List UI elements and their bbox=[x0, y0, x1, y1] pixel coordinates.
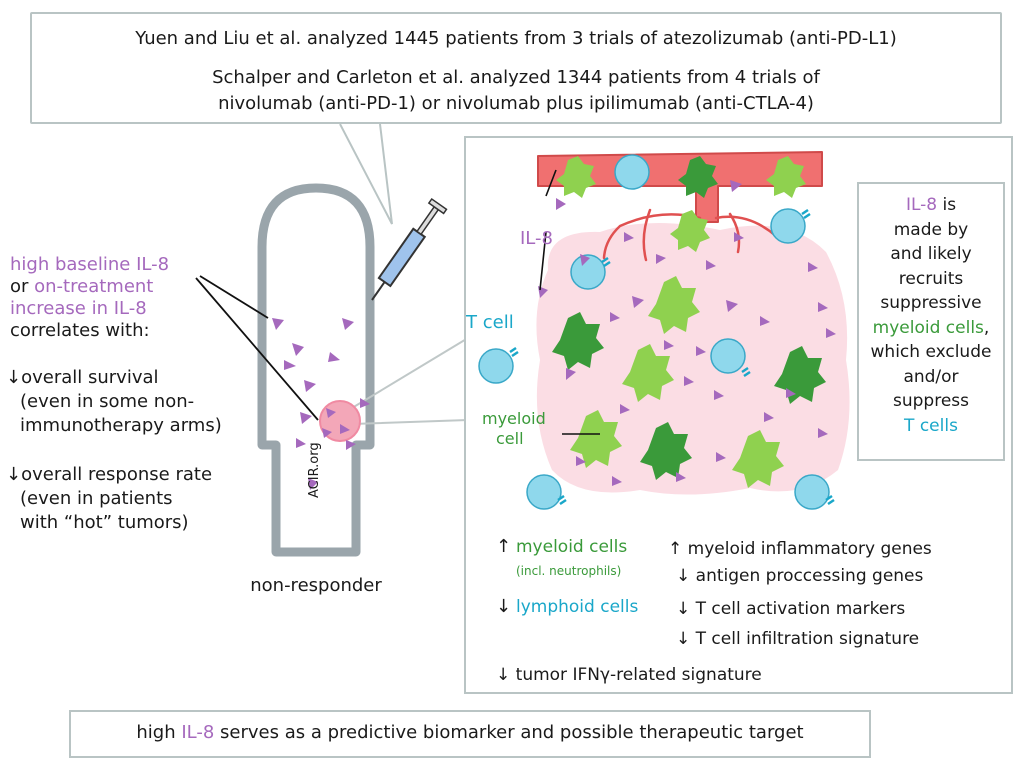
finding-lymphoid-cells: lymphoid cells bbox=[516, 597, 639, 617]
zoom-myeloid-label-1: myeloid bbox=[482, 409, 546, 428]
expl-which-exclude: which exclude bbox=[870, 342, 992, 362]
finding-gene-4: ↓ T cell infiltration signature bbox=[676, 629, 920, 649]
explanation-box bbox=[857, 182, 1005, 461]
expl-is: is bbox=[937, 195, 957, 215]
increase-in-il8: increase in IL-8 bbox=[10, 298, 147, 319]
finding-myeloid-cells: myeloid cells bbox=[516, 537, 628, 557]
top-callout-box bbox=[30, 12, 1002, 124]
study-line-3: nivolumab (anti-PD-1) or nivolumab plus … bbox=[218, 93, 814, 114]
light-myeloid-cells bbox=[556, 156, 806, 488]
expl-myeloid-cells: myeloid cells bbox=[872, 317, 984, 338]
zoom-tcell-label: T cell bbox=[466, 312, 514, 333]
expl-t-cells: T cells bbox=[904, 415, 958, 436]
acir-watermark: ACIR.org bbox=[307, 442, 322, 498]
expl-il8: IL-8 bbox=[905, 195, 938, 215]
zoom-label-lines bbox=[539, 169, 600, 435]
high-baseline-il8: high baseline IL-8 bbox=[10, 254, 170, 275]
myeloid-up-arrow: ↑ bbox=[496, 536, 512, 557]
lymphoid-down-arrow: ↓ bbox=[496, 596, 512, 617]
syringe-icon bbox=[371, 197, 448, 301]
zoom-il8-label: IL-8 bbox=[520, 228, 553, 249]
capillaries bbox=[602, 208, 778, 262]
finding-gene-2: ↓ antigen proccessing genes bbox=[676, 566, 924, 586]
conclusion-suffix: serves as a predictive biomarker and pos… bbox=[214, 722, 804, 743]
correlates-with: correlates with: bbox=[10, 320, 150, 341]
survival-note-1: (even in some non- bbox=[20, 391, 195, 412]
on-treatment: on-treatment bbox=[34, 276, 154, 297]
dark-myeloid-cells bbox=[552, 156, 826, 480]
conclusion-prefix: high bbox=[136, 722, 182, 743]
explanation-text: IL-8 is made by and likely recruits supp… bbox=[858, 193, 1004, 438]
overall-survival: ↓overall survival bbox=[6, 367, 159, 388]
t-cell-receptors bbox=[509, 208, 835, 506]
response-note-2: with “hot” tumors) bbox=[20, 512, 189, 533]
expl-suppressive: suppressive bbox=[880, 293, 982, 313]
expl-and-likely: and likely bbox=[890, 244, 972, 264]
finding-ifng: ↓ tumor IFNγ-related signature bbox=[496, 665, 762, 685]
finding-gene-1: ↑ myeloid inflammatory genes bbox=[668, 539, 932, 559]
tumor-il8-triangles bbox=[538, 180, 836, 486]
body-outline bbox=[257, 183, 375, 557]
study-line-1: Yuen and Liu et al. analyzed 1445 patien… bbox=[135, 28, 897, 49]
bottom-box bbox=[69, 710, 871, 758]
expl-and-or: and/or bbox=[903, 366, 959, 387]
finding-gene-3: ↓ T cell activation markers bbox=[676, 599, 906, 619]
expl-suppress: suppress bbox=[892, 391, 969, 411]
callout-pointer bbox=[339, 123, 393, 225]
study-line-2: Schalper and Carleton et al. analyzed 13… bbox=[212, 67, 820, 88]
zoom-myeloid-label-2: cell bbox=[496, 429, 524, 448]
non-responder-caption: non-responder bbox=[250, 575, 382, 596]
t-cells bbox=[478, 154, 830, 510]
il8-pointer-lines bbox=[195, 275, 319, 421]
survival-note-2: immunotherapy arms) bbox=[20, 415, 222, 436]
or-prefix: or bbox=[10, 276, 35, 297]
finding-neutrophils: (incl. neutrophils) bbox=[516, 564, 622, 578]
zoom-lines bbox=[351, 337, 469, 425]
or-on-treatment: or on-treatment bbox=[10, 276, 153, 298]
conclusion-statement: high IL-8 serves as a predictive biomark… bbox=[70, 722, 870, 744]
conclusion-il8: IL-8 bbox=[181, 722, 215, 743]
response-note-1: (even in patients bbox=[20, 488, 173, 509]
expl-recruits: recruits bbox=[898, 268, 964, 289]
overall-response-rate: ↓overall response rate bbox=[6, 464, 213, 485]
expl-made-by: made by bbox=[893, 219, 969, 240]
expl-comma: , bbox=[983, 317, 990, 338]
body-il8-triangles bbox=[272, 318, 370, 490]
